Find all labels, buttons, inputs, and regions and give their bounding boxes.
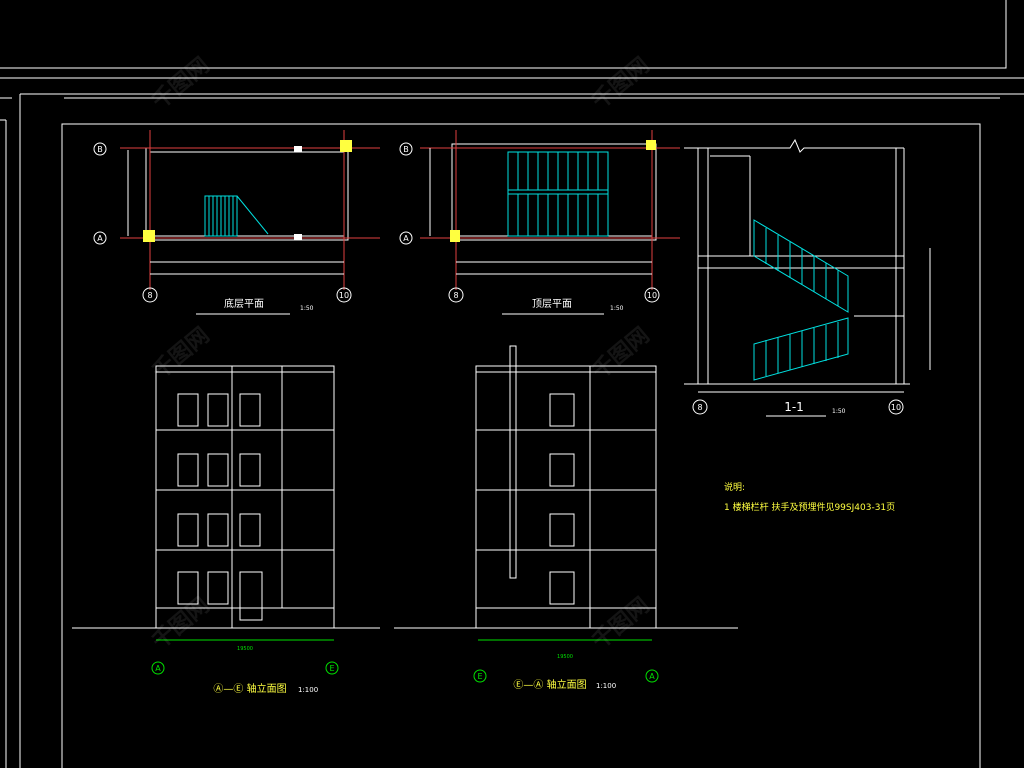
elev-left-axis-a: A — [155, 664, 161, 673]
axis-a-label: A — [97, 234, 103, 243]
watermark-layer: 千图网 千图网 千图网 千图网 千图网 千图网 — [148, 53, 655, 655]
elev-right-title: Ⓔ—Ⓐ 轴立面图 — [513, 678, 586, 691]
watermark-3: 千图网 — [148, 323, 215, 385]
elev-right-axis-e: E — [477, 672, 482, 681]
section-axis-8-label: 8 — [697, 403, 702, 412]
top-axis-10-label: 10 — [647, 291, 657, 300]
top-axis-a-label: A — [403, 234, 409, 243]
section-title: 1-1 — [784, 400, 804, 414]
elevation-a-e: A E 19500 Ⓐ—Ⓔ 轴立面图 1:100 — [72, 365, 380, 695]
ground-plan-title: 底层平面 — [224, 297, 264, 310]
section-1-1: 8 10 1-1 1:50 — [684, 138, 931, 417]
ground-floor-plan: B A 8 10 底层平面 1:50 — [93, 130, 380, 315]
elev-right-scale: 1:100 — [596, 682, 616, 690]
elev-left-axis-e: E — [329, 664, 334, 673]
axis-8-label: 8 — [147, 291, 152, 300]
elev-right-dim: 19500 — [557, 654, 573, 660]
elev-left-scale: 1:100 — [298, 686, 318, 694]
notes-heading: 说明: — [724, 481, 745, 493]
section-axis-10-label: 10 — [891, 403, 901, 412]
watermark-2: 千图网 — [588, 53, 655, 115]
elev-right-axis-a: A — [649, 672, 655, 681]
elev-left-dim: 19500 — [237, 646, 253, 652]
watermark-4: 千图网 — [588, 323, 655, 385]
top-plan-scale: 1:50 — [610, 305, 624, 312]
top-floor-plan: B A 8 10 顶层平面 1:50 — [399, 130, 680, 315]
notes-block: 说明: 1 楼梯栏杆 扶手及预埋件见99SJ403-31页 — [724, 481, 895, 513]
watermark-1: 千图网 — [148, 53, 215, 115]
top-plan-title: 顶层平面 — [532, 298, 572, 310]
watermark-5: 千图网 — [148, 593, 215, 655]
ground-plan-scale: 1:50 — [300, 305, 314, 312]
top-axis-8-label: 8 — [453, 291, 458, 300]
axis-10-label: 10 — [339, 291, 349, 300]
elev-left-title: Ⓐ—Ⓔ 轴立面图 — [213, 682, 286, 695]
top-axis-b-label: B — [403, 145, 409, 154]
section-scale: 1:50 — [832, 408, 846, 415]
watermark-6: 千图网 — [588, 593, 655, 655]
axis-b-label: B — [97, 145, 103, 154]
notes-line-1: 1 楼梯栏杆 扶手及预埋件见99SJ403-31页 — [724, 501, 895, 513]
elevation-e-a: E A 19500 Ⓔ—Ⓐ 轴立面图 1:100 — [394, 345, 738, 691]
